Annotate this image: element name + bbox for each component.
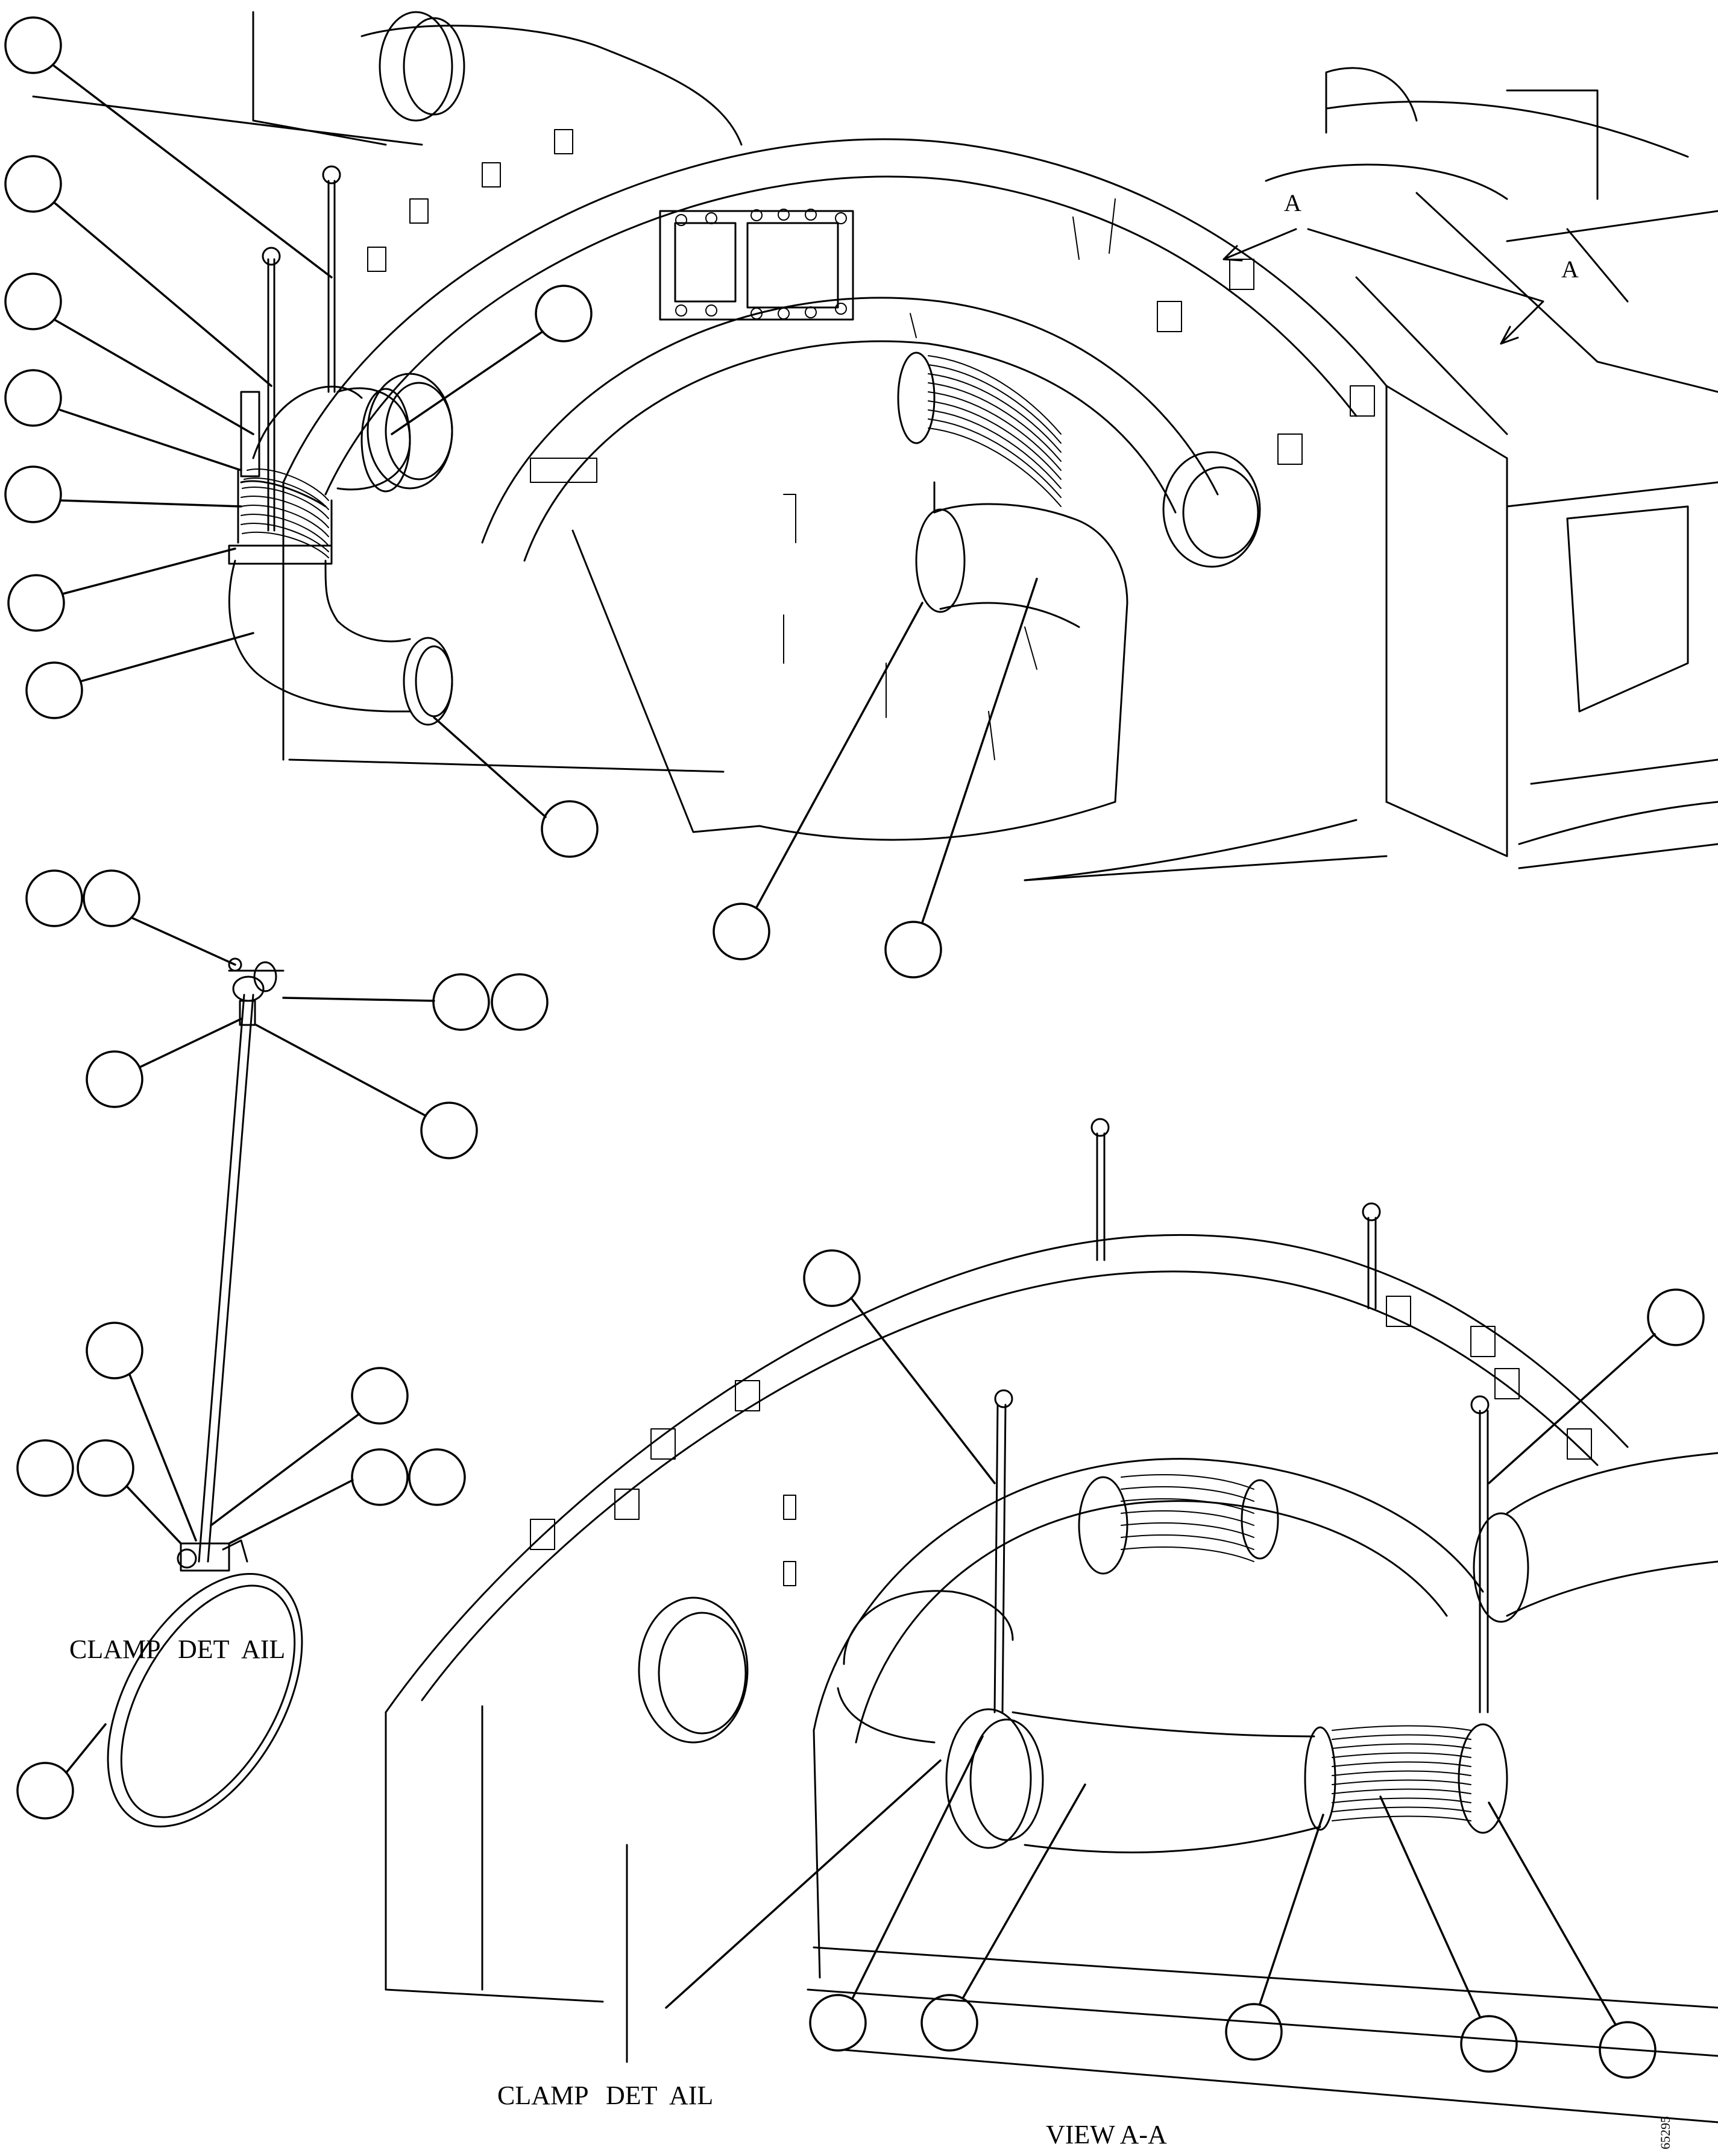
left-hose-assembly: [228, 165, 453, 726]
callout-6: [7, 547, 236, 632]
callout-4: [4, 369, 242, 471]
caption-det-bottom: DET: [606, 2081, 658, 2110]
callout-3: [4, 273, 254, 435]
callout-19: [210, 1367, 409, 1527]
drawing-number: 65295: [1658, 2116, 1673, 2149]
callout-17: [255, 1024, 478, 1159]
callout-8: [391, 285, 593, 435]
view-marker-a-1: A: [1284, 189, 1301, 216]
callout-29: [1225, 1814, 1324, 2061]
callout-30: [1379, 1795, 1518, 2073]
center-hose-assembly: [897, 351, 1128, 628]
callout-20: [16, 1439, 74, 1497]
callout-23: [228, 1448, 466, 1545]
callout-18: [86, 1322, 197, 1542]
callout-9: [433, 716, 599, 858]
clamp-detail-view: [107, 957, 303, 1828]
panel-bolts: [675, 209, 847, 320]
callout-15: [282, 973, 549, 1031]
callout-1: [4, 16, 333, 279]
callout-27: [809, 1735, 984, 2052]
callout-26: [1488, 1288, 1705, 1484]
callout-28: [920, 1783, 1086, 2052]
callout-22: [351, 1448, 409, 1506]
callout-5: [4, 465, 242, 523]
callout-21: [77, 1439, 182, 1545]
callout-12: [25, 869, 83, 927]
callout-31: [1488, 1801, 1657, 2079]
callout-7: [25, 632, 254, 719]
callout-10: [713, 602, 924, 960]
left-bellows: [241, 468, 329, 558]
caption-ail-left: AIL: [241, 1634, 285, 1664]
caption-clamp-bottom: CLAMP: [497, 2081, 589, 2110]
callout-24: [16, 1723, 107, 1820]
callouts: [4, 16, 1705, 2079]
callout-14: [432, 973, 490, 1031]
caption-ail-bottom: AIL: [669, 2081, 713, 2110]
callout-11: [884, 578, 1038, 979]
view-aa: [385, 1118, 1718, 2123]
caption-clamp-left: CLAMP: [69, 1634, 161, 1664]
studs: [367, 129, 1375, 760]
callout-2: [4, 155, 272, 387]
callout-16: [86, 1018, 242, 1108]
captions: CLAMP DET AIL CLAMP DET AIL VIEW A-A 652…: [69, 1634, 1673, 2149]
callout-13: [83, 869, 236, 966]
view-marker-a-2: A: [1561, 256, 1579, 283]
callout-32: [665, 1759, 942, 2009]
caption-det-left: DET: [178, 1634, 230, 1664]
caption-view-aa: VIEW A-A: [1046, 2120, 1167, 2149]
callout-25: [803, 1249, 996, 1484]
top-assembly-view: A A: [32, 11, 1718, 881]
view-aa-hose: [837, 1118, 1508, 1853]
view-a-arrows: A A: [1222, 189, 1579, 345]
